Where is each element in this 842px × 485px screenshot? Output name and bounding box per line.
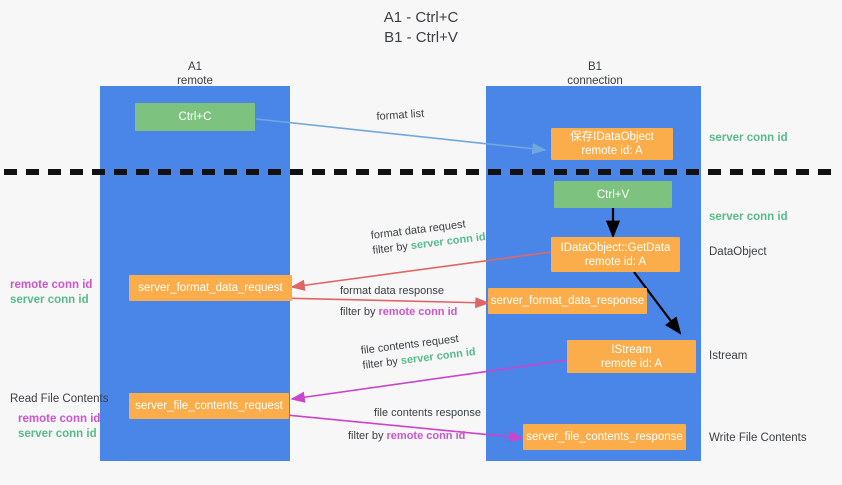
- node-fmt-resp-label: server_format_data_response: [490, 295, 645, 307]
- node-ctrl-v-label: Ctrl+V: [596, 188, 630, 201]
- column-a1-name: A1: [187, 61, 203, 73]
- node-file-resp-label: server_file_contents_response: [526, 431, 683, 443]
- edge-file-resp-prefix: filter by: [348, 430, 387, 442]
- node-save-idataobject-line1: 保存IDataObject: [570, 131, 654, 143]
- edge-label-file-contents-response: file contents response filter by remote …: [348, 406, 481, 444]
- annotation-right-dataobject: DataObject: [709, 246, 767, 258]
- annotation-right-write-file-contents: Write File Contents: [709, 432, 807, 444]
- node-file-req-label: server_file_contents_request: [135, 400, 283, 412]
- node-fmt-req-label: server_format_data_request: [138, 282, 283, 294]
- annotation-left-server-conn-2: server conn id: [18, 428, 97, 440]
- node-istream-line2: remote id: A: [600, 357, 663, 370]
- node-server-format-data-response[interactable]: server_format_data_response: [488, 288, 647, 314]
- column-header-b1: B1 connection: [530, 60, 660, 88]
- title-line-2: B1 - Ctrl+V: [384, 29, 458, 46]
- edge-file-resp-line2: filter by remote conn id: [348, 429, 481, 444]
- title-line-1: A1 - Ctrl+C: [383, 9, 459, 26]
- node-ctrl-c[interactable]: Ctrl+C: [135, 103, 255, 131]
- node-server-file-contents-response[interactable]: server_file_contents_response: [523, 424, 686, 450]
- column-header-a1: A1 remote: [130, 60, 260, 88]
- edge-fmt-req-prefix: filter by: [371, 240, 412, 257]
- edge-file-resp-token: remote conn id: [386, 430, 466, 442]
- annotation-left-read-file-contents: Read File Contents: [10, 393, 109, 405]
- page-title: A1 - Ctrl+C B1 - Ctrl+V: [0, 8, 842, 48]
- edge-label-file-contents-request: file contents request filter by server c…: [360, 330, 477, 374]
- annotation-right-server-conn-1: server conn id: [709, 132, 788, 144]
- edge-fmt-resp-prefix: filter by: [340, 306, 379, 318]
- node-istream-line1: IStream: [611, 343, 652, 356]
- node-ctrl-v[interactable]: Ctrl+V: [554, 181, 672, 208]
- edge-file-req-prefix: filter by: [361, 355, 402, 372]
- column-b1-name: B1: [587, 61, 603, 73]
- annotation-left-remote-conn-1: remote conn id: [10, 279, 93, 291]
- node-istream[interactable]: IStream remote id: A: [567, 340, 696, 373]
- annotation-left-server-conn-1: server conn id: [10, 294, 89, 306]
- node-ctrl-c-label: Ctrl+C: [178, 111, 212, 123]
- node-save-idataobject-line2: remote id: A: [581, 145, 643, 157]
- edge-label-format-list: format list: [376, 107, 425, 125]
- edge-file-resp-line1: file contents response: [374, 407, 482, 419]
- node-save-idataobject[interactable]: 保存IDataObject remote id: A: [551, 128, 673, 160]
- node-idataobject-getdata[interactable]: IDataObject::GetData remote id: A: [551, 237, 680, 272]
- node-server-file-contents-request[interactable]: server_file_contents_request: [129, 393, 289, 419]
- edge-fmt-resp-line2: filter by remote conn id: [340, 305, 457, 320]
- node-getdata-line2: remote id: A: [584, 255, 647, 268]
- annotation-right-server-conn-2: server conn id: [709, 211, 788, 223]
- edge-fmt-resp-line1: format data response: [340, 285, 444, 297]
- edge-label-format-data-response: format data response filter by remote co…: [340, 284, 457, 320]
- node-getdata-line1: IDataObject::GetData: [560, 241, 671, 254]
- edge-format-list-line1: format list: [376, 107, 425, 123]
- column-b1-sub: connection: [567, 75, 623, 87]
- node-server-format-data-request[interactable]: server_format_data_request: [129, 275, 292, 301]
- edge-fmt-resp-token: remote conn id: [378, 306, 458, 318]
- edge-label-format-data-request: format data request filter by server con…: [370, 215, 487, 259]
- annotation-right-istream: Istream: [709, 350, 748, 362]
- annotation-left-remote-conn-2: remote conn id: [18, 413, 101, 425]
- column-a1-sub: remote: [177, 75, 213, 87]
